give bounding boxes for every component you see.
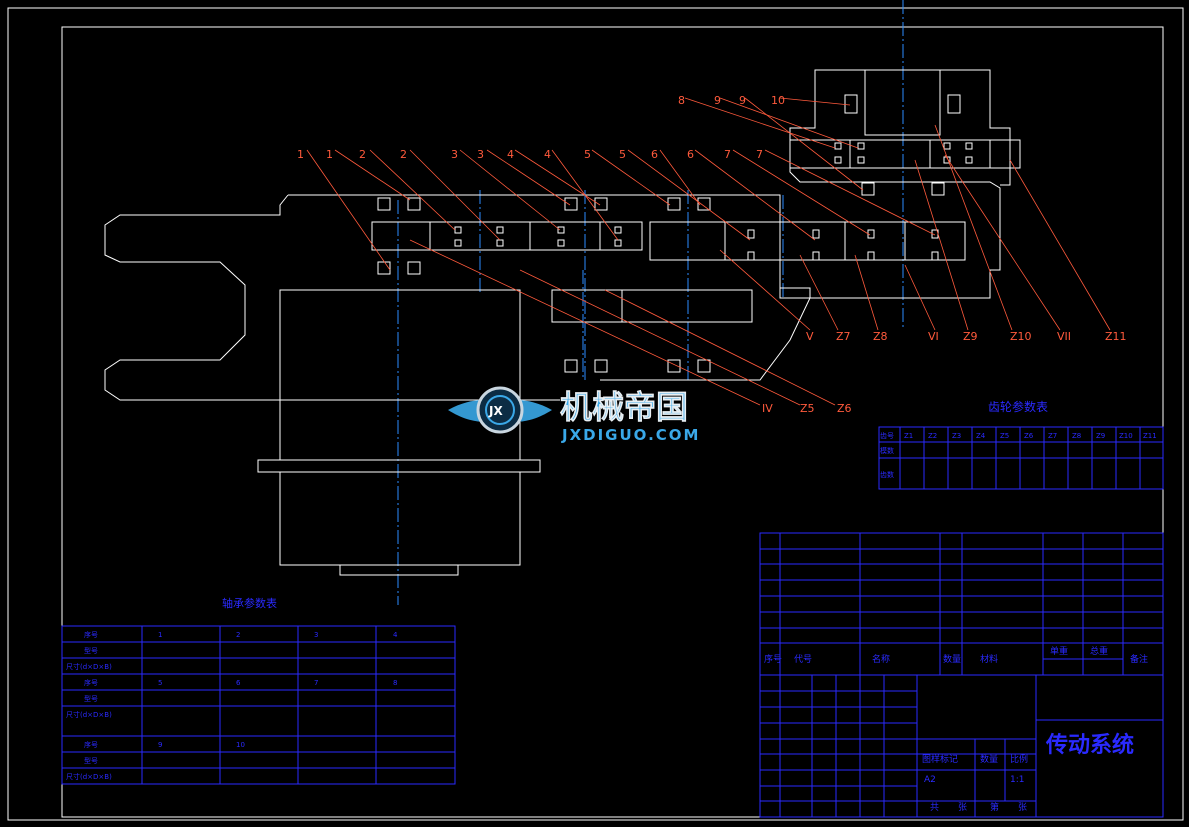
gear-table-header-6: Z7	[1048, 432, 1057, 440]
gear-table-header-3: Z4	[976, 432, 986, 440]
callout-bottom-VI: VI	[928, 330, 939, 343]
callout-upper-9b: 9	[739, 94, 746, 107]
callout-upper-9a: 9	[714, 94, 721, 107]
callout-top-4: 2	[400, 148, 407, 161]
gear-table-header-0: Z1	[904, 432, 913, 440]
title-block-code-label: 代号	[794, 654, 812, 665]
bearing-label-4: 型号	[84, 694, 98, 703]
title-block-sheet-size: A2	[924, 775, 936, 785]
inner-frame	[61, 26, 1164, 818]
callout-bottom-Z11: Z11	[1105, 330, 1127, 343]
callout-top-1: 1	[297, 148, 304, 161]
callout-top-12: 6	[687, 148, 694, 161]
callout-bottom-Z10: Z10	[1010, 330, 1032, 343]
callout-top-5: 3	[451, 148, 458, 161]
bearing-seq-7: 7	[314, 679, 318, 687]
title-block-scale-value: 1:1	[1010, 775, 1024, 785]
gear-table-header-7: Z8	[1072, 432, 1081, 440]
bearing-seq-10: 10	[236, 741, 245, 749]
title-block-sheet-2: 张	[1018, 802, 1027, 813]
gear-table-row-label-2: 齿数	[880, 470, 894, 479]
centerlines	[397, 0, 904, 605]
gear-table-header-10: Z11	[1143, 432, 1157, 440]
bearing-seq-4: 4	[393, 631, 398, 639]
title-block-scale-label: 比例	[1010, 753, 1028, 765]
title-block-total-label: 总重	[1090, 645, 1108, 657]
title-block-qty-label: 数量	[943, 653, 961, 665]
drawing-title: 传动系统	[1045, 732, 1134, 758]
callout-top-11: 6	[651, 148, 658, 161]
callout-top-13: 7	[724, 148, 731, 161]
gear-table: 齿轮参数表 齿号 模数 Z1 Z2 Z3 Z4 Z5 Z6 Z7	[878, 399, 1164, 490]
title-block-material-label: 材料	[980, 653, 998, 665]
outer-frame	[7, 7, 1184, 821]
bearing-seq-5: 5	[158, 679, 162, 687]
callout-top-9: 5	[584, 148, 591, 161]
callout-top-3: 2	[359, 148, 366, 161]
callout-bottom-VII: VII	[1057, 330, 1071, 343]
gear-table-header-9: Z10	[1119, 432, 1133, 440]
title-block-seq-label: 序号	[764, 653, 782, 665]
bearing-label-5: 尺寸(d×D×B)	[66, 710, 112, 719]
bearing-seq-1: 1	[158, 631, 162, 639]
gear-table-header-8: Z9	[1096, 432, 1105, 440]
title-block-marking-label: 图样标记	[922, 753, 958, 765]
gear-emblem-icon	[476, 386, 524, 434]
gear-table-title: 齿轮参数表	[988, 399, 1048, 414]
bearing-seq-2: 2	[236, 631, 240, 639]
leader-lines	[306, 97, 1111, 406]
gearbox-housing	[104, 69, 1021, 576]
callout-bottom-Z8: Z8	[873, 330, 888, 343]
gear-table-header-4: Z5	[1000, 432, 1009, 440]
callout-bottom-Z9: Z9	[963, 330, 978, 343]
title-block-quantity-label: 数量	[980, 753, 998, 765]
gear-table-header-2: Z3	[952, 432, 961, 440]
bearing-label-7: 型号	[84, 756, 98, 765]
gear-table-header-1: Z2	[928, 432, 937, 440]
bearing-label-1: 型号	[84, 646, 98, 655]
callout-bottom-IV: IV	[762, 402, 773, 415]
callout-bottom-Z5: Z5	[800, 402, 815, 415]
title-block-sheet-no: 第	[990, 801, 999, 813]
callout-bottom-Z7: Z7	[836, 330, 851, 343]
callout-upper-10: 10	[771, 94, 785, 107]
callout-top-10: 5	[619, 148, 626, 161]
bearing-seq-3: 3	[314, 631, 318, 639]
bearing-label-6: 序号	[84, 740, 98, 749]
callout-bottom-Z6: Z6	[837, 402, 852, 415]
bearing-table: 轴承参数表 序号 型号 尺寸(d×D×B) 序号 型号 尺寸(d×D×B) 序号…	[61, 596, 456, 785]
gear-table-header-5: Z6	[1024, 432, 1034, 440]
bearing-seq-8: 8	[393, 679, 397, 687]
watermark: JX 机械帝国 JXDIGUO.COM	[448, 386, 700, 444]
bearing-label-0: 序号	[84, 630, 98, 639]
callout-labels: 1 1 2 2 3 3 4 4 5 5 6 6 7 7 8 9 9 10 IV …	[297, 94, 1127, 415]
gear-table-row-label-0: 齿号	[880, 432, 894, 440]
title-block-note-label: 备注	[1130, 653, 1148, 665]
title-block-total: 共	[930, 802, 939, 813]
callout-upper-8: 8	[678, 94, 685, 107]
title-block-name-label: 名称	[872, 653, 890, 665]
bearing-seq-9: 9	[158, 741, 162, 749]
title-block-weight-label: 单重	[1050, 645, 1068, 657]
bearing-label-8: 尺寸(d×D×B)	[66, 772, 112, 781]
bearing-table-title: 轴承参数表	[222, 596, 277, 610]
watermark-emblem: JX	[488, 404, 503, 418]
callout-bottom-V: V	[806, 330, 814, 343]
bearing-seq-6: 6	[236, 679, 241, 687]
bearing-label-2: 尺寸(d×D×B)	[66, 662, 112, 671]
callout-top-2: 1	[326, 148, 333, 161]
callout-top-14: 7	[756, 148, 763, 161]
callout-top-6: 3	[477, 148, 484, 161]
watermark-url: JXDIGUO.COM	[561, 426, 700, 444]
title-block-sheet: 张	[958, 802, 967, 813]
watermark-brand: 机械帝国	[560, 388, 688, 426]
bearing-label-3: 序号	[84, 678, 98, 687]
bearings	[377, 94, 973, 373]
gear-table-row-label-1: 模数	[880, 446, 894, 455]
callout-top-7: 4	[507, 148, 514, 161]
title-block: 序号 代号 名称 数量 材料 单重 总重 备注 图样标记 数量 比例 A2 1:…	[759, 532, 1164, 818]
callout-top-8: 4	[544, 148, 551, 161]
